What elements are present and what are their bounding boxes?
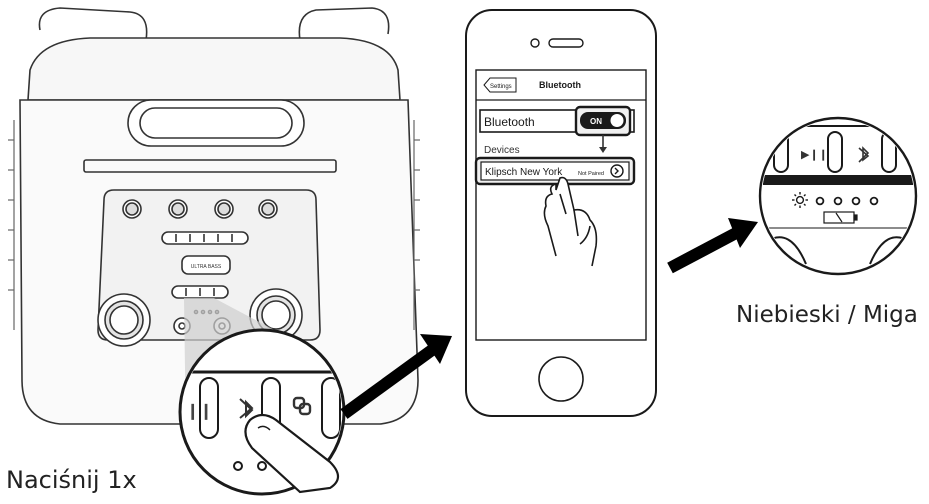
led-4 xyxy=(869,196,879,206)
device-status: Not Paired xyxy=(578,171,604,177)
ultra-bass-label: ULTRA BASS xyxy=(191,264,222,270)
device-row[interactable] xyxy=(480,161,630,181)
led-magnifier: ▶❙❙ xyxy=(758,116,918,276)
battery-icon xyxy=(823,211,858,224)
pointing-hand-icon xyxy=(543,176,598,267)
play-pause-icon: ▶❙❙ xyxy=(801,149,828,161)
nav-bar xyxy=(476,77,646,101)
speaker-illustration xyxy=(8,7,420,425)
arrow-down-icon xyxy=(599,135,607,153)
bluetooth-icon xyxy=(858,146,870,163)
arrow-icon xyxy=(667,218,758,274)
play-pause-icon: ❙❙ xyxy=(186,403,213,420)
speaker-slot xyxy=(548,38,584,48)
settings-back-button[interactable] xyxy=(483,77,517,93)
bluetooth-label: Bluetooth xyxy=(484,115,535,129)
arrow-icon xyxy=(340,334,452,419)
led-indicators xyxy=(815,196,879,206)
devices-header: Devices xyxy=(484,145,520,156)
device-name: Klipsch New York xyxy=(485,167,563,178)
toggle-knob xyxy=(610,114,624,127)
press-instruction-caption: Naciśnij 1x xyxy=(6,466,137,494)
pressing-finger-icon xyxy=(244,413,340,494)
front-camera xyxy=(530,38,540,48)
nav-title: Bluetooth xyxy=(539,80,581,90)
led-1 xyxy=(815,196,825,206)
led-status-caption: Niebieski / Miga xyxy=(736,302,918,328)
bluetooth-icon[interactable] xyxy=(239,398,254,419)
led-2 xyxy=(833,196,843,206)
home-button[interactable] xyxy=(538,356,584,402)
link-icon xyxy=(292,396,312,416)
settings-back-label[interactable]: Settings xyxy=(490,84,512,90)
led-3 xyxy=(851,196,861,206)
toggle-state: ON xyxy=(590,117,602,126)
button-magnifier: ❙❙ xyxy=(178,328,346,496)
sun-icon xyxy=(792,192,808,208)
knob-row xyxy=(122,199,278,219)
chevron-right-icon[interactable] xyxy=(610,164,624,178)
